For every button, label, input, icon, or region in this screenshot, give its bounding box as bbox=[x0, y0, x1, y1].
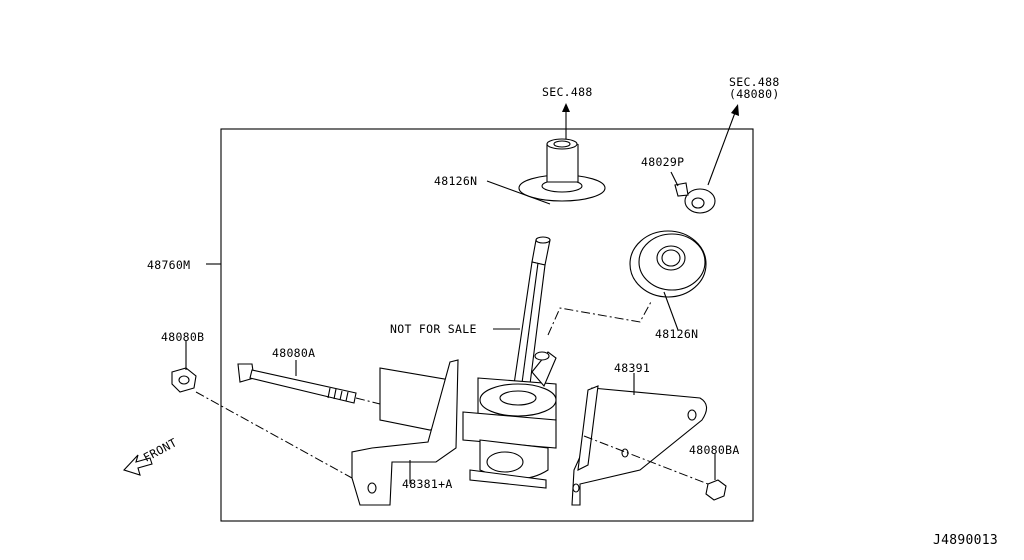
upper-boot bbox=[518, 138, 606, 202]
front-arrow bbox=[123, 454, 153, 476]
leader-boot-top bbox=[486, 180, 551, 205]
sec-488-top-arrow bbox=[562, 103, 570, 140]
left-bracket bbox=[351, 359, 459, 506]
leader-boot-right bbox=[663, 291, 679, 331]
sec-488-right-arrow bbox=[707, 104, 739, 186]
label-not-for-sale: NOT FOR SALE bbox=[390, 322, 477, 336]
shifter-housing bbox=[462, 351, 557, 489]
side-boot bbox=[629, 230, 707, 298]
label-bracket-right: 48391 bbox=[614, 361, 650, 375]
label-sec-488-right: SEC.488 bbox=[729, 75, 780, 89]
label-boot-right: 48126N bbox=[655, 327, 698, 341]
label-bracket-left: 48381+A bbox=[402, 477, 453, 491]
nut-left bbox=[171, 367, 197, 393]
label-bolt: 48080A bbox=[272, 346, 315, 360]
right-bracket bbox=[571, 385, 708, 506]
nut-right bbox=[705, 479, 727, 501]
link-line bbox=[547, 299, 653, 336]
label-front: FRONT bbox=[141, 435, 179, 464]
bolt bbox=[237, 363, 357, 404]
label-assembly: 48760M bbox=[147, 258, 190, 272]
clip bbox=[674, 182, 716, 214]
diagram-id: J4890013 bbox=[933, 533, 998, 548]
nut-left-dash bbox=[195, 391, 353, 479]
nut-right-dash bbox=[583, 435, 709, 485]
bolt-dash bbox=[355, 397, 381, 405]
label-sec-488-top: SEC.488 bbox=[542, 85, 593, 99]
assembly-frame bbox=[220, 128, 754, 522]
label-clip: 48029P bbox=[641, 155, 684, 169]
label-sec-488-right-sub: (48080) bbox=[729, 87, 780, 101]
label-nut-right: 48080BA bbox=[689, 443, 740, 457]
label-nut-left: 48080B bbox=[161, 330, 204, 344]
shift-rod bbox=[511, 236, 551, 401]
leader-clip bbox=[670, 171, 679, 187]
label-boot-top: 48126N bbox=[434, 174, 477, 188]
